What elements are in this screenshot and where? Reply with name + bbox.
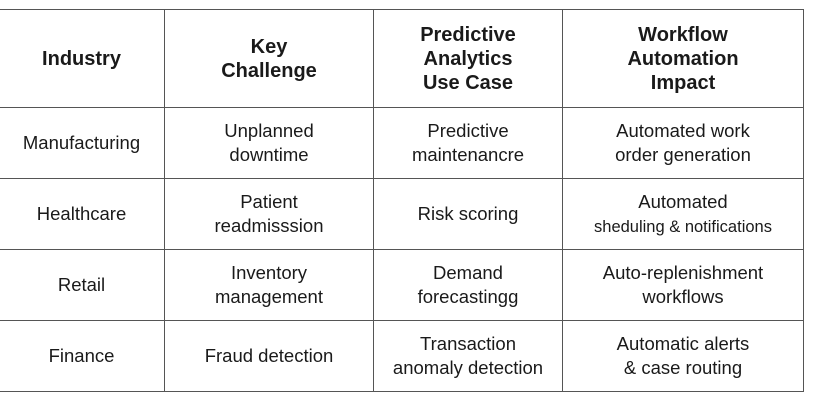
- cell-text-line: downtime: [229, 144, 309, 165]
- cell-text-line: Patient: [240, 191, 298, 212]
- cell-text-line: Inventory: [230, 262, 308, 283]
- cell-text-line: Demand: [433, 262, 503, 283]
- cell-text-line: Transaction: [420, 333, 516, 354]
- industry-cell: Finance: [0, 320, 165, 392]
- cell-text-line: Impact: [650, 71, 716, 94]
- industry-cell: Retail: [0, 249, 165, 321]
- challenge-cell: Unplanned downtime: [164, 107, 374, 179]
- cell-text-line: Finance: [48, 345, 115, 366]
- challenge-cell: Patient readmisssion: [164, 178, 374, 250]
- cell-text-line: Automated work: [616, 120, 750, 141]
- challenge-cell: Fraud detection: [164, 320, 374, 392]
- impact-cell: Automated work order generation: [562, 107, 804, 179]
- cell-text-line: Predictive: [427, 120, 509, 141]
- impact-cell: Automated sheduling & notifications: [562, 178, 804, 250]
- cell-text-line: Automation: [627, 47, 739, 70]
- industry-cell: Healthcare: [0, 178, 165, 250]
- cell-text-line: & case routing: [623, 357, 743, 378]
- industry-cell: Manufacturing: [0, 107, 165, 179]
- table-row: Retail Inventory management Demand forecasti…: [0, 249, 804, 321]
- cell-text-line: maintenancre: [411, 144, 525, 165]
- cell-text-line: order generation: [615, 144, 751, 165]
- cell-text-line: Healthcare: [36, 203, 127, 224]
- use-case-cell: Risk scoring: [373, 178, 563, 250]
- cell-text-line: Predictive: [420, 23, 516, 46]
- cell-text-line: Auto-replenishment: [602, 262, 764, 283]
- table-row: Manufacturing Unplanned downtime Predictive…: [0, 107, 804, 179]
- cell-text-line: Challenge: [221, 59, 317, 82]
- cell-text-line: Fraud detection: [204, 345, 334, 366]
- cell-text-line: Automatic alerts: [616, 333, 750, 354]
- header-industry: Industry: [0, 9, 165, 108]
- cell-text-line: management: [215, 286, 323, 307]
- cell-text-line: Key: [250, 35, 288, 58]
- cell-text-line: Use Case: [422, 71, 514, 94]
- cell-text-line: Industry: [42, 47, 121, 70]
- use-case-cell: Predictive maintenancre: [373, 107, 563, 179]
- use-case-cell: Transaction anomaly detection: [373, 320, 563, 392]
- cell-text-line: workflows: [642, 286, 724, 307]
- cell-text-line: Analytics: [423, 47, 513, 70]
- cell-text-line: Manufacturing: [22, 132, 141, 153]
- impact-cell: Auto-replenishment workflows: [562, 249, 804, 321]
- cell-text-line: forecastingg: [417, 286, 519, 307]
- table-row: Healthcare Patient readmisssion Risk scorin…: [0, 178, 804, 250]
- cell-text-line: sheduling & notifications: [594, 217, 772, 236]
- cell-text-line: readmisssion: [214, 215, 324, 236]
- impact-cell: Automatic alerts & case routing: [562, 320, 804, 392]
- table-row: Finance Fraud detection Transaction anomaly…: [0, 320, 804, 392]
- cell-text-line: Retail: [57, 274, 106, 295]
- cell-text-line: anomaly detection: [392, 357, 544, 378]
- cell-text-line: Workflow: [638, 23, 728, 46]
- cell-text-line: Risk scoring: [417, 203, 519, 224]
- use-case-cell: Demand forecastingg: [373, 249, 563, 321]
- challenge-cell: Inventory management: [164, 249, 374, 321]
- cell-text-line: Automated: [638, 190, 728, 212]
- cell-text-line: Unplanned: [224, 120, 314, 141]
